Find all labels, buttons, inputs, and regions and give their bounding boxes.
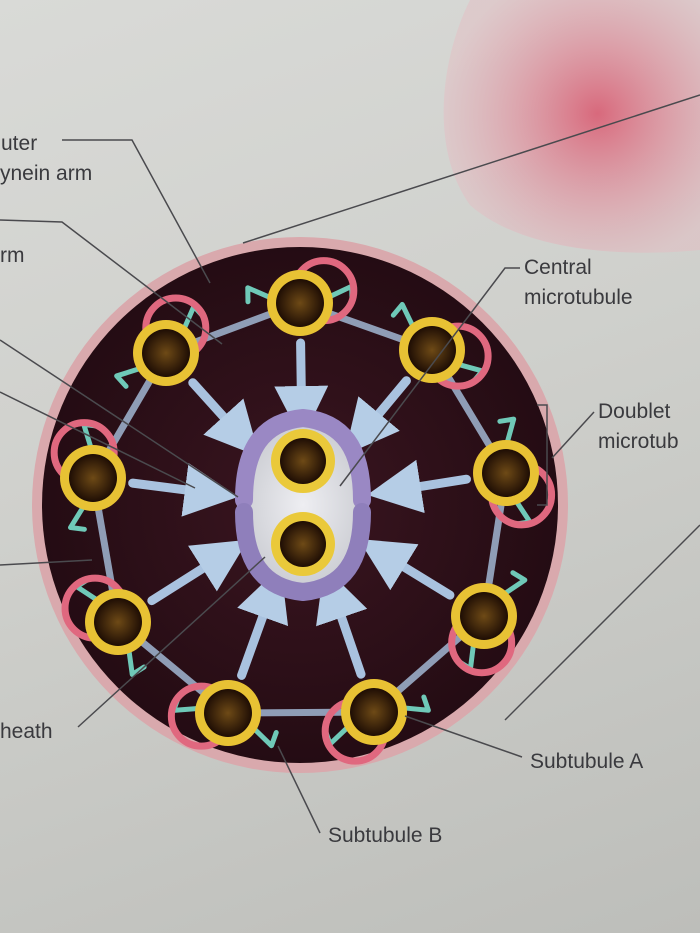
inner-dynein-arm [251,726,279,749]
inner-dynein-arm [401,694,431,713]
label-sheath: heath [0,720,53,743]
subtubule-a [60,445,126,511]
label-doublet-1: Doublet [598,400,671,423]
label-central-1: Central [524,256,592,279]
subtubule-a [85,589,151,655]
central-microtubule-bottom [271,512,335,576]
cell-blob [443,0,700,253]
leader-nexin [0,339,239,498]
inner-dynein-arm [67,504,87,532]
label-subtubule-a: Subtubule A [530,750,643,773]
subtubule-a [133,320,199,386]
radial-spoke [188,378,260,457]
leader-central [339,267,520,487]
leader-subtubule-a [404,715,523,758]
label-outer-dynein-1: uter [1,132,37,155]
leader-sheath [77,556,266,728]
subtubule-a [267,270,333,336]
leader-spoke [0,391,196,489]
label-doublet-2: microtub [598,430,679,453]
leader-membrane [242,94,700,244]
axoneme-cross-section [32,237,568,773]
leader-radial [0,559,93,566]
inner-dynein-arm [390,301,416,329]
inner-dynein-arm [502,570,528,597]
radial-spoke [344,376,411,456]
radial-spoke [237,566,289,680]
subtubule-a [473,440,539,506]
inner-dynein-arm [245,285,273,305]
radial-spoke [147,539,249,606]
leader-doublet [551,411,595,459]
subtubule-a [451,583,517,649]
radial-spoke [128,463,239,517]
leader-inner-dynein [0,219,223,345]
subtubule-a [399,317,465,383]
radial-spoke [274,338,329,441]
inner-dynein-arm [497,416,517,445]
radial-spoke [358,538,455,600]
subtubule-a [195,680,261,746]
central-sheath [235,408,371,602]
central-microtubule-top [271,429,335,493]
label-subtubule-b: Subtubule B [328,824,442,847]
label-inner-dynein: rm [0,244,25,267]
leader-doublet-bracket [537,404,548,506]
inner-dynein-arm [114,366,143,389]
radial-spoke [367,459,471,514]
leader-subtubule-b [277,745,321,834]
leader-outer-dynein [62,139,211,284]
radial-spoke [316,566,368,679]
label-central-2: microtubule [524,286,633,309]
leader-right [504,524,700,721]
subtubule-a [341,679,407,745]
label-outer-dynein-2: ynein arm [0,162,92,185]
